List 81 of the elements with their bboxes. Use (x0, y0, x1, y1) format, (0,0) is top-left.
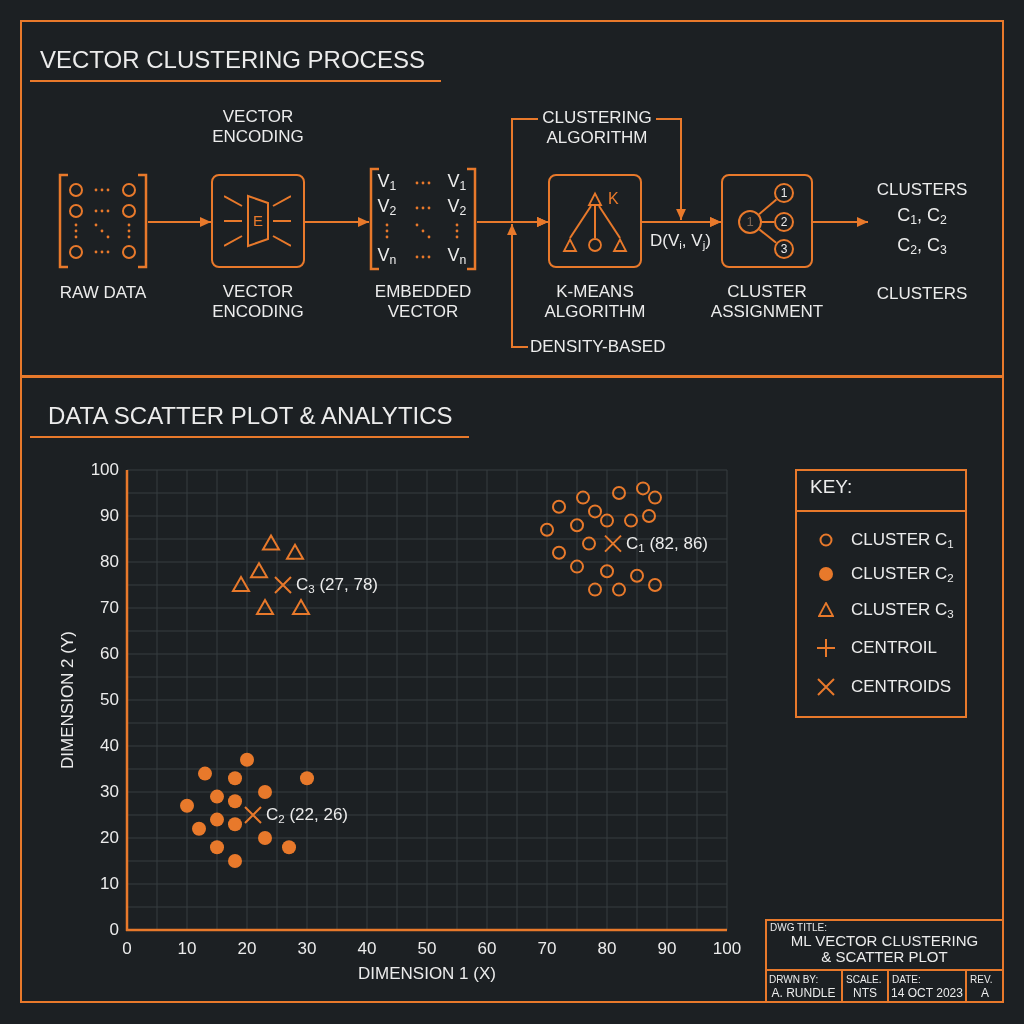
output-label: CLUSTERS (876, 180, 968, 201)
connector-line (758, 198, 778, 216)
step-label: CLUSTERING ALGORITHM (541, 108, 653, 149)
connector-line (758, 228, 778, 244)
tick-label: 100 (90, 459, 119, 481)
tick-label: 40 (357, 939, 377, 960)
tick-label: 10 (177, 939, 197, 960)
axis-title: DIMENSION 1 (X) (358, 964, 496, 985)
output-label: CLUSTERS (876, 284, 968, 305)
tick-label: 30 (297, 939, 317, 960)
tick-label: 80 (597, 939, 617, 960)
tick-label: 80 (100, 551, 119, 573)
arrow (655, 118, 722, 227)
arrow (147, 217, 212, 227)
tick-label: 60 (477, 939, 497, 960)
step-label: VECTOR ENCODING (211, 107, 305, 148)
arrow (812, 217, 869, 227)
point-annotation: C$_{2}$ (22, 26) (266, 804, 348, 826)
connector-line (569, 205, 592, 239)
tick-label: 60 (100, 643, 119, 665)
step-label: CLUSTER ASSIGNMENT (709, 282, 825, 323)
tick-label: 90 (100, 505, 119, 527)
field-label: DATE: (892, 974, 921, 986)
circle-number: 1 (780, 185, 788, 201)
legend-label: CLUSTER C$_{1}$ (851, 529, 954, 551)
tick-label: 40 (100, 735, 119, 757)
vector-entry: V$_{1}$ (447, 171, 467, 193)
tick-label: 20 (237, 939, 257, 960)
drawing-title: ML VECTOR CLUSTERING & SCATTER PLOT (789, 933, 980, 966)
tick-label: 50 (417, 939, 437, 960)
output-label: C$_{2}$, C$_{3}$ (897, 235, 947, 257)
tick-label: 70 (100, 597, 119, 619)
legend-label: CLUSTER C$_{3}$ (851, 599, 954, 621)
circle-number: 3 (780, 241, 788, 257)
symbol-letter: K (608, 189, 619, 209)
vector-entry: V$_{n}$ (377, 245, 397, 267)
field-value: A (981, 986, 989, 1001)
tick-label: 20 (100, 827, 119, 849)
connector-line (598, 205, 621, 239)
legend-label: CENTROIL (851, 637, 937, 659)
point-annotation: C$_{3}$ (27, 78) (296, 574, 378, 596)
tick-label: 100 (712, 939, 742, 960)
point-annotation: C$_{1}$ (82, 86) (626, 533, 708, 554)
field-value: 14 OCT 2023 (891, 986, 963, 1001)
circle-number: 1 (746, 214, 754, 230)
legend-title: KEY: (810, 476, 853, 499)
step-label: K-MEANS ALGORITHM (543, 282, 647, 323)
tick-label: 70 (537, 939, 557, 960)
field-label: DRWN BY: (769, 974, 819, 986)
tick-label: 0 (109, 919, 119, 941)
field-value: A. RUNDLE (771, 986, 836, 1001)
edge-label: D(V$_{i}$, V$_{j}$) (649, 231, 712, 252)
tick-label: 30 (100, 781, 119, 803)
tick-label: 50 (100, 689, 119, 711)
vector-entry: V$_{1}$ (377, 171, 397, 193)
tick-label: 10 (100, 873, 119, 895)
step-label: RAW DATA (59, 283, 147, 304)
arrow (304, 217, 370, 227)
field-label: SCALE. (846, 974, 882, 986)
step-label: VECTOR ENCODING (211, 282, 305, 323)
connector-line (761, 221, 775, 223)
vector-entry: V$_{2}$ (377, 196, 397, 218)
step-label: EMBEDDED VECTOR (373, 282, 473, 323)
circle-number: 2 (780, 214, 788, 230)
symbol-letter: E (253, 212, 263, 230)
section-heading: DATA SCATTER PLOT & ANALYTICS (30, 402, 469, 438)
vector-entry: V$_{n}$ (447, 245, 467, 267)
field-value: NTS (853, 986, 877, 1001)
legend-label: CLUSTER C$_{2}$ (851, 563, 954, 585)
field-label: REV. (970, 974, 993, 986)
output-label: C$_{1}$, C$_{2}$ (897, 205, 947, 227)
tick-label: 90 (657, 939, 677, 960)
arrow (507, 217, 549, 348)
connector-line (594, 205, 596, 239)
axis-title: DIMENSION 2 (Y) (57, 631, 78, 769)
section-heading: VECTOR CLUSTERING PROCESS (30, 46, 441, 82)
step-label: DENSITY-BASED (530, 337, 666, 358)
vector-entry: V$_{2}$ (447, 196, 467, 218)
tick-label: 0 (122, 939, 132, 960)
field-label: DWG TITLE: (770, 922, 828, 934)
legend-label: CENTROIDS (851, 676, 952, 698)
